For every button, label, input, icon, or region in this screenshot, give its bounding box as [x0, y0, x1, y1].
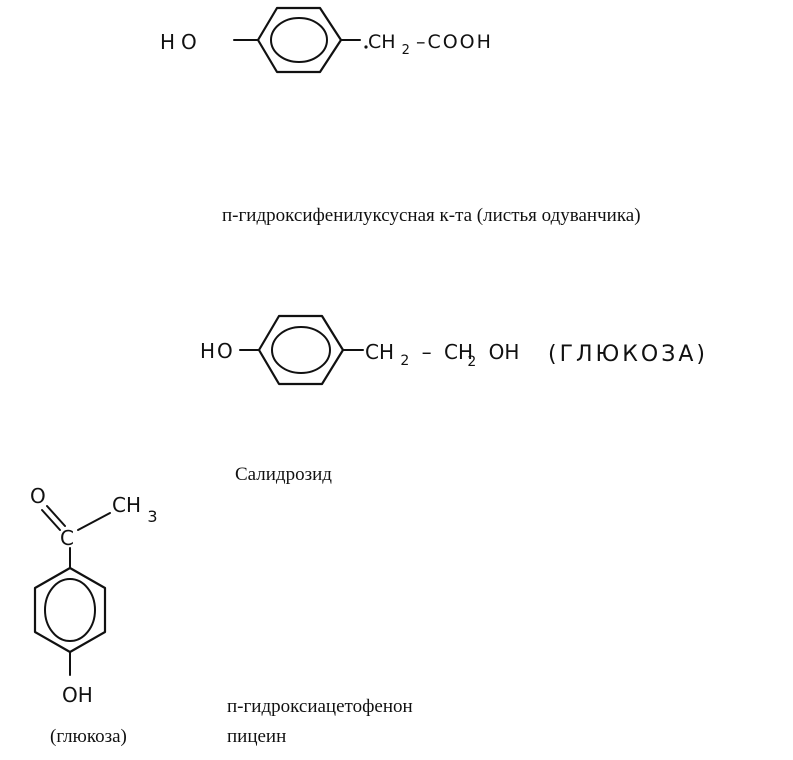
caption-salidroside: Салидрозид — [235, 464, 332, 485]
caption-hydroxyacetophenone: п-гидроксиацетофенон — [227, 696, 413, 717]
caption-hydroxyphenylacetic-acid: п-гидроксифенилуксусная к-та (листья оду… — [222, 205, 641, 226]
s3-hydroxyl: OH — [62, 683, 93, 707]
s3-methyl: CH 3 — [112, 493, 158, 526]
glucose-note-picein: (глюкоза) — [50, 726, 127, 747]
s1-benzene-ring — [256, 6, 343, 74]
s3-double-bond-a — [41, 509, 61, 531]
s3-double-bond-b — [46, 505, 66, 527]
s1-dot-mark — [364, 45, 368, 49]
s2-ho-label: HO — [200, 339, 235, 363]
s3-bond-c-methyl — [77, 512, 111, 531]
s1-ho-label: HO — [160, 30, 203, 54]
s3-benzene-ring — [33, 566, 107, 654]
structure-3-picein: O C CH 3 OH — [30, 484, 158, 707]
s3-carbon: C — [60, 526, 74, 550]
structure-2-salidroside: HO CH 2 – CH 2 OH (ГЛЮКОЗА) — [200, 314, 708, 386]
s1-chain: CH 2 –COOH — [368, 31, 493, 59]
s2-benzene-ring — [257, 314, 345, 386]
s2-glucose-note: (ГЛЮКОЗА) — [548, 342, 708, 367]
s3-oxygen: O — [30, 484, 46, 508]
caption-picein: пицеин — [227, 726, 287, 747]
structure-1-hydroxyphenylacetic-acid: HO CH 2 –COOH — [160, 6, 493, 74]
s2-chain: CH 2 – CH 2 OH — [365, 340, 519, 371]
